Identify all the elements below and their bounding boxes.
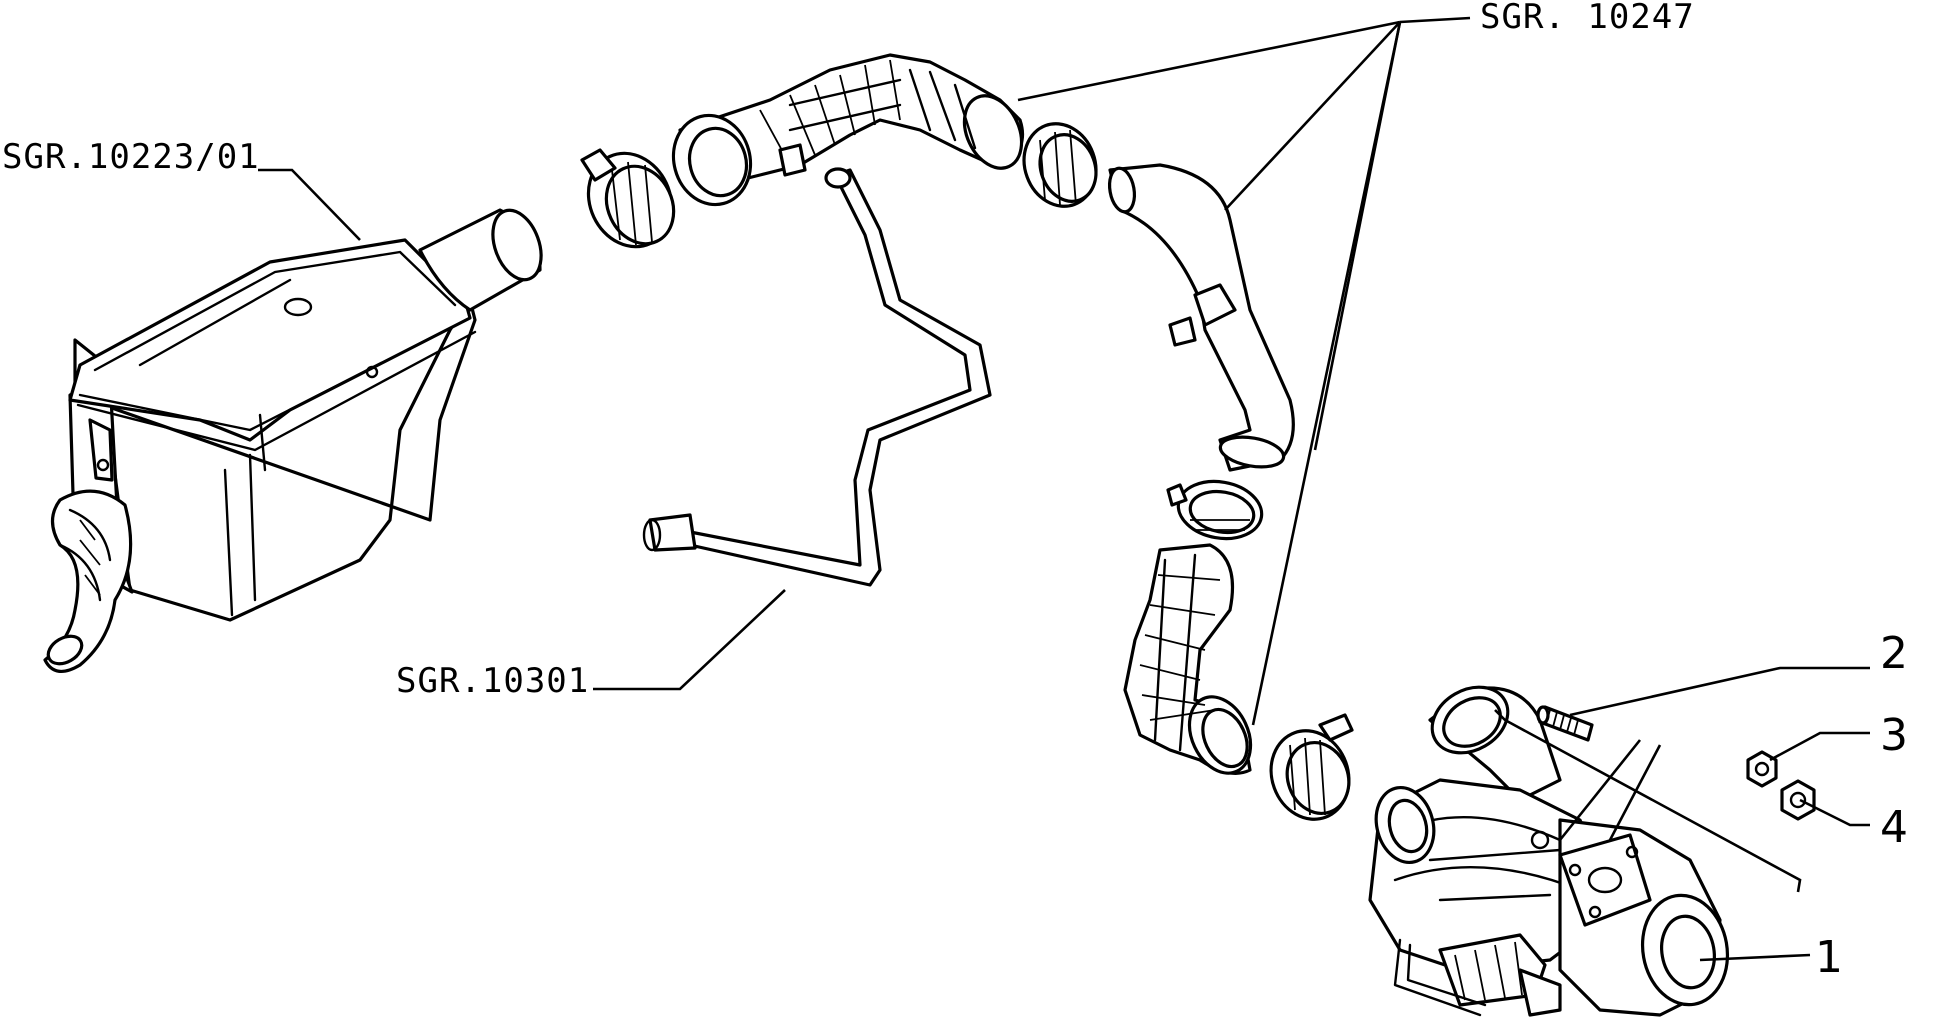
hose-clamp-4 — [1269, 713, 1354, 821]
air-filter-box — [43, 208, 543, 673]
label-item-2: 2 — [1880, 628, 1908, 679]
turbocharger — [1368, 685, 1730, 1017]
mounting-reference-line — [1494, 709, 1802, 893]
hose-clamp-3 — [1166, 479, 1264, 541]
leader-lines — [258, 16, 1870, 962]
stud — [1536, 705, 1594, 742]
label-item-3: 3 — [1880, 710, 1908, 761]
label-air-filter: SGR.10223/01 — [2, 137, 260, 177]
label-item-1: 1 — [1815, 932, 1843, 983]
nut-3 — [1746, 750, 1778, 788]
label-hoses-group: SGR. 10247 — [1480, 0, 1695, 37]
hose-clamp-1 — [580, 148, 676, 249]
label-item-4: 4 — [1880, 802, 1908, 853]
hose-clamp-2 — [1022, 122, 1098, 208]
intercooler-pipe — [1107, 163, 1295, 472]
breather-pipe — [642, 167, 992, 587]
label-breather-pipe: SGR.10301 — [396, 661, 589, 701]
intake-hose-upper — [671, 53, 1025, 207]
nut-4 — [1780, 779, 1816, 821]
intake-hose-lower — [1123, 543, 1253, 775]
